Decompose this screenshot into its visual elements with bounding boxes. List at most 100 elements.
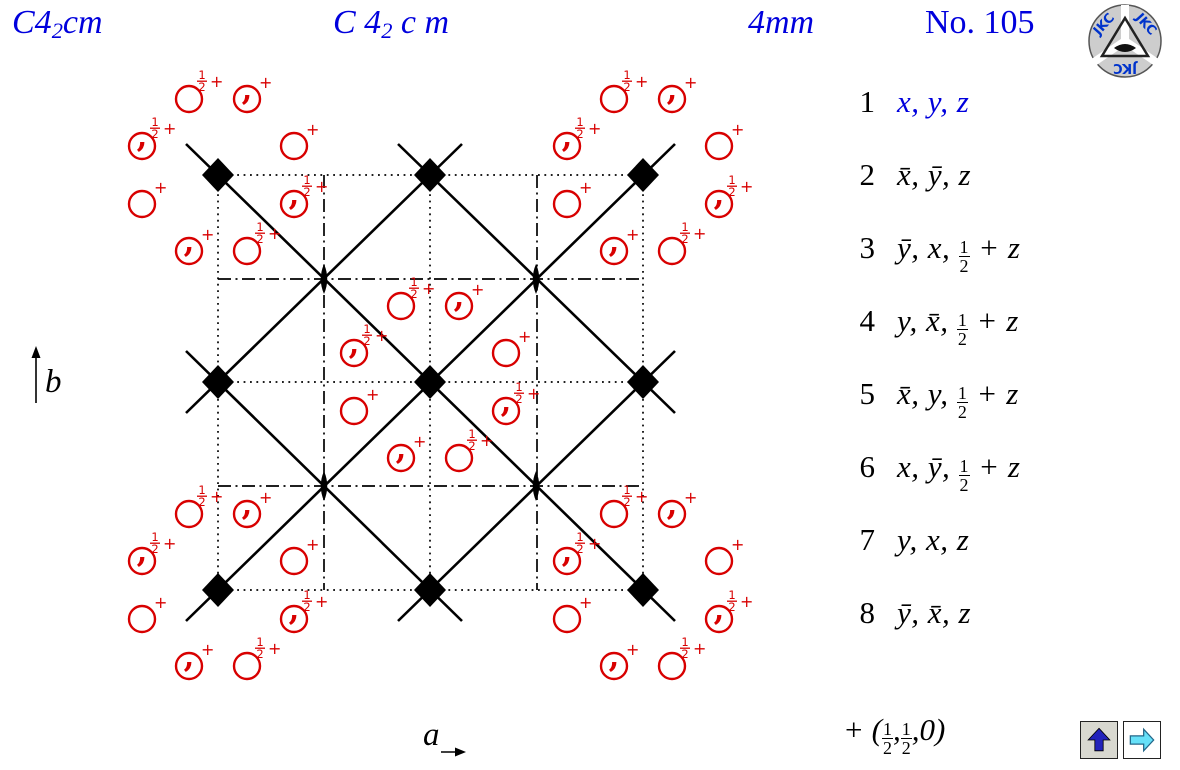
svg-text:+: + — [268, 224, 281, 243]
height-label-plus: + — [471, 280, 484, 299]
svg-text:1: 1 — [623, 483, 630, 497]
atom-position-mirrored — [444, 291, 474, 321]
height-label-half-plus: 12+ — [622, 483, 648, 509]
height-label-plus: + — [684, 73, 697, 92]
svg-text:2: 2 — [151, 542, 158, 556]
svg-text:1: 1 — [410, 275, 417, 289]
height-label-plus: + — [306, 535, 319, 554]
logo-text: JKC — [1113, 60, 1138, 75]
svg-text:+: + — [259, 488, 272, 507]
svg-text:2: 2 — [256, 232, 263, 246]
height-label-plus: + — [684, 488, 697, 507]
position-number: 5 — [859, 376, 876, 411]
position-number: 8 — [859, 595, 876, 630]
comma-glyph: , — [289, 177, 300, 213]
atom-position-mirrored — [127, 131, 157, 161]
svg-text:+: + — [588, 119, 601, 138]
height-label-half-plus: 12+ — [467, 427, 493, 453]
svg-text:2: 2 — [728, 185, 735, 199]
atom-position-mirrored — [174, 236, 204, 266]
svg-text:2: 2 — [303, 185, 310, 199]
comma-glyph: , — [289, 592, 300, 628]
position-number: 1 — [859, 84, 876, 119]
svg-text:2: 2 — [256, 647, 263, 661]
height-label-half-plus: 12+ — [409, 275, 435, 301]
atom-position — [552, 189, 582, 219]
symbol-subscript: 2 — [381, 17, 393, 43]
position-number: 4 — [859, 303, 876, 338]
svg-text:2: 2 — [623, 80, 630, 94]
height-label-plus: + — [626, 225, 639, 244]
comma-glyph: , — [501, 384, 512, 420]
svg-text:2: 2 — [198, 80, 205, 94]
svg-text:+: + — [163, 534, 176, 553]
svg-text:2: 2 — [576, 127, 583, 141]
atom-position-mirrored — [704, 604, 734, 634]
height-label-half-plus: 12+ — [197, 483, 223, 509]
height-label-half-plus: 12+ — [680, 635, 706, 661]
atom-position — [386, 291, 416, 321]
height-label-plus: + — [306, 120, 319, 139]
height-label-plus: + — [154, 178, 167, 197]
svg-text:1: 1 — [198, 68, 205, 82]
height-label-half-plus: 12+ — [197, 68, 223, 94]
four-two-axis-icon — [202, 158, 234, 192]
svg-text:1: 1 — [303, 173, 310, 187]
svg-text:2: 2 — [151, 127, 158, 141]
svg-text:+: + — [315, 592, 328, 611]
svg-text:1: 1 — [256, 635, 263, 649]
svg-text:2: 2 — [515, 392, 522, 406]
height-label-plus: + — [201, 225, 214, 244]
atom-position — [174, 84, 204, 114]
right-arrow-icon — [1129, 727, 1155, 753]
comma-glyph: , — [137, 119, 148, 155]
four-two-axis-icon — [627, 573, 659, 607]
svg-text:2: 2 — [410, 287, 417, 301]
atom-position — [339, 396, 369, 426]
a-axis-label: a — [423, 717, 440, 753]
position-coords: x, y, z — [897, 84, 970, 119]
nav-up-button[interactable] — [1080, 721, 1118, 759]
svg-text:+: + — [375, 326, 388, 345]
height-label-half-plus: 12+ — [622, 68, 648, 94]
svg-text:+: + — [626, 225, 639, 244]
svg-text:+: + — [635, 487, 648, 506]
position-coords: ȳ, x̄, z — [897, 595, 972, 630]
height-label-half-plus: 12+ — [255, 220, 281, 246]
svg-text:1: 1 — [681, 220, 688, 234]
atom-position-mirrored — [552, 131, 582, 161]
nav-next-button[interactable] — [1123, 721, 1161, 759]
height-label-half-plus: 12+ — [150, 530, 176, 556]
four-two-axis-icon — [414, 158, 446, 192]
atom-position — [127, 189, 157, 219]
atom-position-mirrored — [599, 651, 629, 681]
comma-glyph: , — [137, 534, 148, 570]
height-label-plus: + — [259, 73, 272, 92]
svg-text:1: 1 — [728, 588, 735, 602]
svg-text:+: + — [306, 120, 319, 139]
atom-position-mirrored — [174, 651, 204, 681]
logo-eye-icon — [1114, 44, 1136, 52]
svg-text:+: + — [579, 593, 592, 612]
atom-position-mirrored — [232, 84, 262, 114]
atom-position-mirrored — [704, 189, 734, 219]
svg-text:+: + — [693, 224, 706, 243]
svg-text:2: 2 — [576, 542, 583, 556]
jkc-logo[interactable]: JKC JKC JKC — [1086, 2, 1164, 80]
up-arrow-icon — [1087, 727, 1111, 752]
svg-text:+: + — [154, 593, 167, 612]
atom-position — [599, 499, 629, 529]
comma-glyph: , — [667, 487, 678, 523]
space-group-diagram: 12+,+,12+++,12+,+12+12+,+,12+++,12+,+12+… — [31, 68, 753, 757]
comma-glyph: , — [714, 177, 725, 213]
svg-text:+: + — [588, 534, 601, 553]
comma-glyph: , — [609, 639, 620, 675]
height-label-plus: + — [201, 640, 214, 659]
b-axis-label: b — [45, 364, 62, 400]
